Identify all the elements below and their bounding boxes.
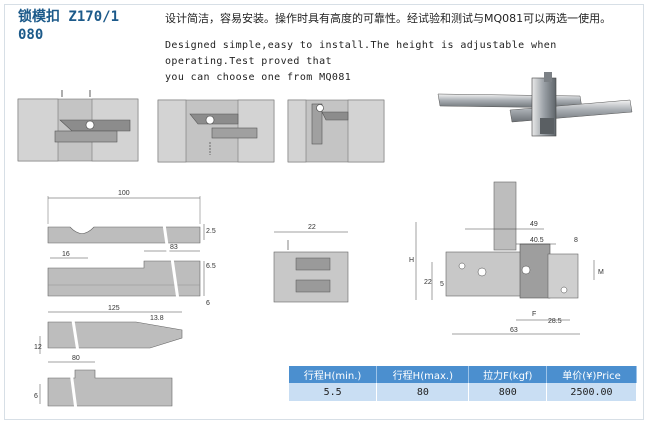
description-chinese: 设计简洁，容易安装。操作时具有高度的可靠性。经试验和测试与MQ081可以两选一使… [165, 12, 612, 25]
part-drawing-wedge-bar [39, 311, 183, 354]
pin-section-view [273, 231, 349, 303]
dim-40-5: 40.5 [530, 237, 544, 244]
dim-13-8: 13.8 [150, 315, 164, 322]
dim-F: F [532, 311, 536, 318]
dim-63: 63 [510, 327, 518, 334]
dim-125: 125 [108, 305, 120, 312]
dim-5: 5 [440, 281, 444, 288]
dim-49: 49 [530, 221, 538, 228]
spec-table: 行程H(min.) 行程H(max.) 拉力F(kgf) 单价(¥)Price … [289, 366, 637, 401]
mold-diagram-1 [17, 90, 139, 162]
part-drawing-plate-top [47, 196, 205, 259]
dim-12: 12 [34, 344, 42, 351]
dim-8: 8 [574, 237, 578, 244]
dim-16: 16 [62, 251, 70, 258]
dim-M: M [598, 269, 604, 276]
dim-2-5: 2.5 [206, 228, 216, 235]
dim-6-5: 6.5 [206, 263, 216, 270]
dim-28-5: 28.5 [548, 318, 562, 325]
dim-6-b: 6 [34, 393, 38, 400]
mold-diagram-3 [287, 99, 385, 163]
break-lines [68, 209, 180, 411]
description-english-line-1: Designed simple,easy to install.The heig… [165, 40, 557, 67]
description-english: Designed simple,easy to install.The heig… [165, 38, 645, 86]
product-title: 锁模扣 Z170/1 080 [18, 8, 148, 44]
spec-cell-pull-force: 800 [468, 383, 548, 401]
title-line-1: 锁模扣 Z170/1 [18, 9, 120, 25]
spec-header-price: 单价(¥)Price [546, 366, 637, 383]
mold-diagram-2 [157, 99, 275, 163]
dim-H: H [409, 257, 414, 264]
part-drawing-small-block [39, 361, 173, 407]
dim-100: 100 [118, 190, 130, 197]
spec-cell-price: 2500.00 [546, 383, 637, 401]
spec-header-stroke-max: 行程H(max.) [376, 366, 470, 383]
dim-83: 83 [170, 244, 178, 251]
spec-cell-stroke-min: 5.5 [289, 383, 378, 401]
spec-header-pull-force: 拉力F(kgf) [468, 366, 548, 383]
dim-80: 80 [72, 355, 80, 362]
dim-6: 6 [206, 300, 210, 307]
dim-22-b: 22 [424, 279, 432, 286]
product-photo [437, 72, 633, 137]
spec-cell-stroke-max: 80 [376, 383, 470, 401]
spec-header-stroke-min: 行程H(min.) [289, 366, 378, 383]
page-frame [4, 4, 644, 420]
title-line-2: 080 [18, 27, 44, 43]
assembly-drawing [415, 181, 595, 335]
dim-22: 22 [308, 224, 316, 231]
table-row: 5.5 80 800 2500.00 [289, 383, 637, 401]
description-english-line-2: you can choose one from MQ081 [165, 72, 352, 83]
